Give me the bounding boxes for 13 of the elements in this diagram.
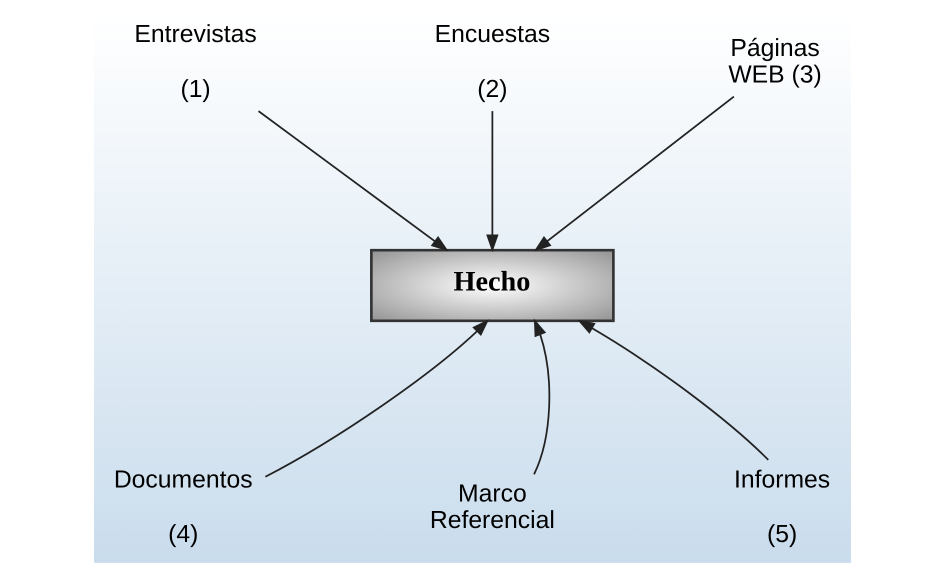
node-text: Entrevistas (1) xyxy=(134,21,256,103)
node-text: Páginas WEB (3) xyxy=(728,35,822,89)
node-box: Hecho xyxy=(370,248,614,322)
node-text: Marco Referencial xyxy=(429,480,554,534)
node-text: Informes (5) xyxy=(734,466,830,548)
node-text: Encuestas (2) xyxy=(434,21,550,103)
arrow xyxy=(576,320,768,461)
arrow xyxy=(258,110,448,252)
node-text: Documentos (4) xyxy=(113,466,252,548)
arrow xyxy=(532,318,550,475)
arrow xyxy=(486,111,498,252)
arrow xyxy=(533,96,734,252)
arrow xyxy=(264,319,489,478)
